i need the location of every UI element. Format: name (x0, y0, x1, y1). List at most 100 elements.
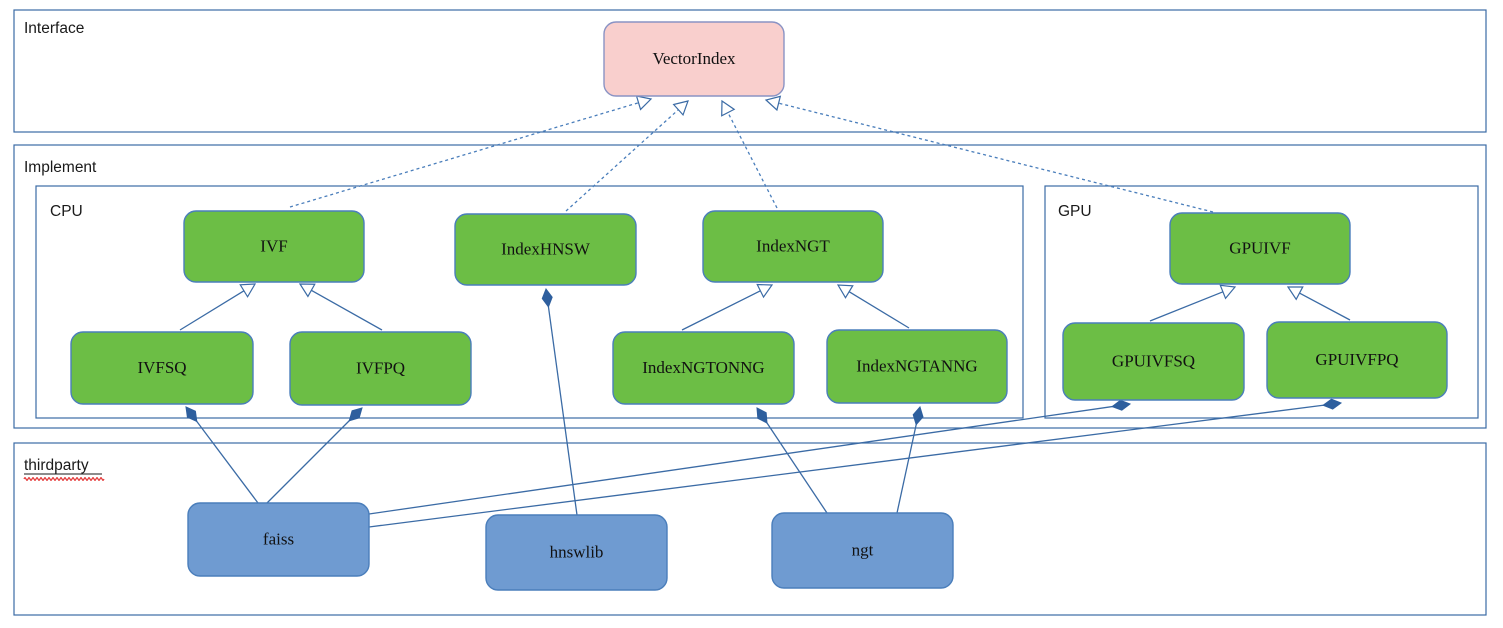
edge-line (848, 291, 910, 329)
edge-line (289, 102, 639, 208)
edge-line (765, 421, 828, 514)
node-hnswlib[interactable]: hnswlib (485, 514, 668, 591)
edge-line (565, 109, 679, 212)
generalization-arrowhead (239, 283, 257, 298)
group-label-gpu: GPU (1058, 203, 1092, 220)
node-ivfsq[interactable]: IVFSQ (70, 331, 254, 405)
node-label-gpuivf: GPUIVF (1229, 238, 1290, 257)
node-label-ivfsq: IVFSQ (137, 358, 186, 377)
composition-diamond (185, 406, 198, 423)
generalization-arrowhead (756, 283, 774, 299)
node-box-indexngtanng[interactable] (826, 329, 1008, 404)
edge-line (1149, 291, 1224, 322)
node-box-ngt[interactable] (771, 512, 954, 589)
generalization-arrowhead (764, 95, 782, 112)
node-label-ngt: ngt (852, 540, 874, 559)
node-label-faiss: faiss (263, 529, 294, 548)
node-label-vectorindex: VectorIndex (652, 49, 736, 68)
edge-line (778, 102, 1214, 213)
edge-line (896, 423, 918, 514)
generalization-arrowhead (1219, 284, 1237, 300)
spellcheck-squiggle-icon (23, 477, 105, 481)
group-label-thirdparty: thirdparty (24, 457, 89, 474)
edge-gpuivf-vectorindex (764, 95, 1214, 213)
edge-indexngtanng-indexngt (836, 284, 910, 329)
node-indexngtanng[interactable]: IndexNGTANNG (826, 329, 1008, 404)
edge-ngt-indexngtonng (756, 407, 828, 514)
group-label-cpu: CPU (50, 203, 83, 220)
edge-line (179, 290, 245, 331)
edge-ivfsq-ivf (179, 283, 257, 331)
node-gpuivfpq[interactable]: GPUIVFPQ (1266, 321, 1448, 399)
node-box-indexngt[interactable] (702, 210, 884, 283)
node-indexngtonng[interactable]: IndexNGTONNG (612, 331, 795, 405)
composition-diamond (348, 407, 363, 422)
edge-line (547, 305, 578, 516)
edge-ivf-vectorindex (289, 95, 653, 208)
generalization-arrowhead (836, 284, 854, 299)
edge-indexhnsw-vectorindex (565, 100, 689, 212)
relationship-edges (179, 95, 1351, 528)
node-box-hnswlib[interactable] (485, 514, 668, 591)
generalization-arrowhead (635, 95, 653, 111)
node-label-indexngt: IndexNGT (756, 236, 830, 255)
node-box-ivfsq[interactable] (70, 331, 254, 405)
edge-hnswlib-indexhnsw (541, 287, 578, 516)
group-label-implement: Implement (24, 159, 97, 176)
edge-faiss-ivfsq (185, 406, 259, 504)
edge-gpuivfsq-gpuivf (1149, 284, 1237, 322)
node-indexhnsw[interactable]: IndexHNSW (454, 213, 637, 286)
edge-line (681, 290, 761, 331)
node-label-ivfpq: IVFPQ (356, 358, 405, 377)
node-label-ivf: IVF (260, 236, 287, 255)
edge-line (1299, 292, 1351, 321)
node-label-hnswlib: hnswlib (550, 542, 604, 561)
node-box-ivfpq[interactable] (289, 331, 472, 406)
node-box-ivf[interactable] (183, 210, 365, 283)
generalization-arrowhead (298, 283, 316, 298)
edge-line (311, 289, 383, 331)
node-box-indexhnsw[interactable] (454, 213, 637, 286)
composition-diamond (541, 287, 553, 308)
composition-diamond (1322, 398, 1343, 410)
node-vectorindex[interactable]: VectorIndex (603, 21, 785, 97)
edge-indexngt-vectorindex (721, 99, 778, 209)
node-label-gpuivfsq: GPUIVFSQ (1112, 351, 1195, 370)
edge-faiss-gpuivfpq (368, 398, 1343, 528)
node-gpuivfsq[interactable]: GPUIVFSQ (1062, 322, 1245, 401)
node-gpuivf[interactable]: GPUIVF (1169, 212, 1351, 285)
node-box-gpuivfpq[interactable] (1266, 321, 1448, 399)
edge-ivfpq-ivf (298, 283, 383, 331)
generalization-arrowhead (1286, 286, 1304, 301)
node-ivfpq[interactable]: IVFPQ (289, 331, 472, 406)
node-label-gpuivfpq: GPUIVFPQ (1315, 350, 1398, 369)
node-ngt[interactable]: ngt (771, 512, 954, 589)
composition-diamond (1111, 399, 1132, 411)
edge-faiss-gpuivfsq (368, 399, 1132, 515)
edge-line (195, 420, 259, 504)
node-box-faiss[interactable] (187, 502, 370, 577)
node-label-indexhnsw: IndexHNSW (501, 239, 591, 258)
node-box-indexngtonng[interactable] (612, 331, 795, 405)
node-box-vectorindex[interactable] (603, 21, 785, 97)
edge-gpuivfpq-gpuivf (1286, 286, 1351, 321)
node-indexngt[interactable]: IndexNGT (702, 210, 884, 283)
edge-ngt-indexngtanng (896, 405, 924, 514)
node-ivf[interactable]: IVF (183, 210, 365, 283)
edge-line (266, 419, 351, 504)
generalization-arrowhead (721, 99, 736, 117)
edge-line (368, 404, 1325, 528)
edge-faiss-ivfpq (266, 407, 363, 504)
generalization-arrowhead (672, 100, 689, 117)
node-box-gpuivfsq[interactable] (1062, 322, 1245, 401)
composition-diamond (912, 405, 924, 426)
edge-line (368, 405, 1114, 515)
annotations (23, 473, 105, 481)
node-label-indexngtonng: IndexNGTONNG (642, 358, 764, 377)
node-box-gpuivf[interactable] (1169, 212, 1351, 285)
node-faiss[interactable]: faiss (187, 502, 370, 577)
edge-indexngtonng-indexngt (681, 283, 774, 331)
